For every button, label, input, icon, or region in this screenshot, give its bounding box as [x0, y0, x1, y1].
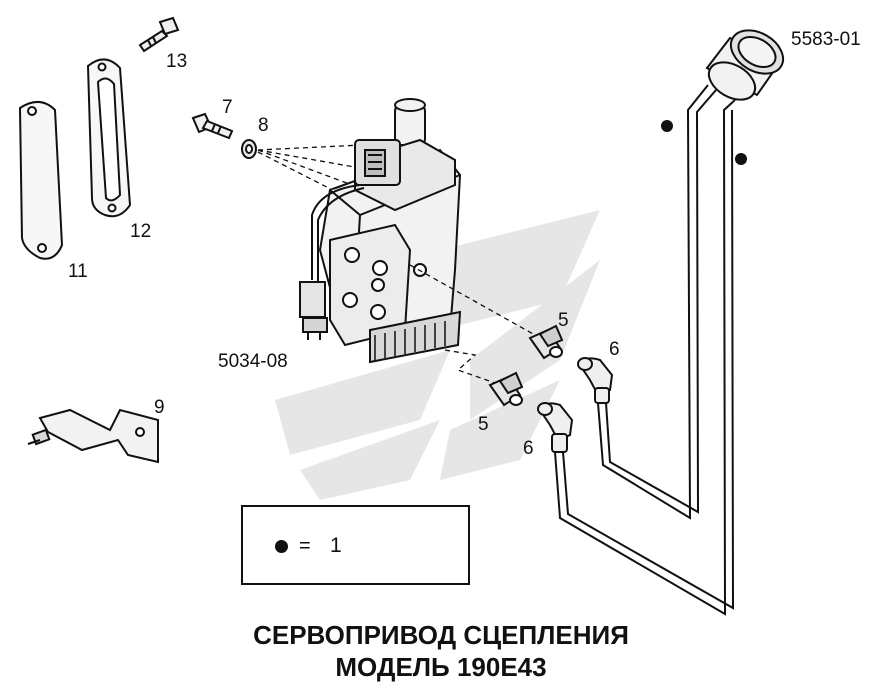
- reservoir-5583-01: [705, 29, 785, 101]
- bolt-7: [191, 112, 234, 140]
- wiring-harness: [299, 184, 365, 340]
- legend-value: 1: [330, 534, 342, 557]
- part-label-13: 13: [166, 51, 188, 72]
- part-label-5034-08: 5034-08: [218, 351, 288, 372]
- elbow-6-lower: [537, 402, 574, 453]
- legend-dot-icon: [275, 540, 288, 553]
- elbow-6-upper: [577, 357, 614, 404]
- part-label-5-upper: 5: [558, 310, 569, 331]
- servo-unit-5034-08: [318, 98, 462, 364]
- fitting-5-lower: [488, 371, 524, 407]
- diagram-title: СЕРВОПРИВОД СЦЕПЛЕНИЯ: [253, 620, 629, 650]
- gasket-12: [86, 58, 132, 218]
- legend-equals: =: [299, 535, 311, 557]
- fitting-5-upper: [528, 324, 564, 360]
- diagram-subtitle: МОДЕЛЬ 190Е43: [335, 652, 547, 682]
- quantity-dot-icon: [661, 120, 673, 132]
- gasket-11: [18, 101, 64, 260]
- quantity-dot-icon: [735, 153, 747, 165]
- legend-box: = 1: [241, 505, 470, 585]
- part-label-6-lower: 6: [523, 438, 534, 459]
- part-label-12: 12: [130, 221, 152, 242]
- part-label-7: 7: [222, 97, 233, 118]
- part-label-5583-01: 5583-01: [791, 29, 861, 50]
- part-label-6-upper: 6: [609, 339, 620, 360]
- hydraulic-pipes: [554, 84, 736, 616]
- part-label-8: 8: [258, 115, 269, 136]
- part-label-9: 9: [154, 397, 165, 418]
- part-label-11: 11: [68, 261, 88, 282]
- bracket-9: [27, 408, 159, 464]
- washer-8: [241, 139, 257, 159]
- leader-lines-top: [257, 144, 363, 206]
- leader-lines-bottom: [409, 264, 536, 384]
- bolt-13: [138, 16, 180, 53]
- part-label-5-lower: 5: [478, 414, 489, 435]
